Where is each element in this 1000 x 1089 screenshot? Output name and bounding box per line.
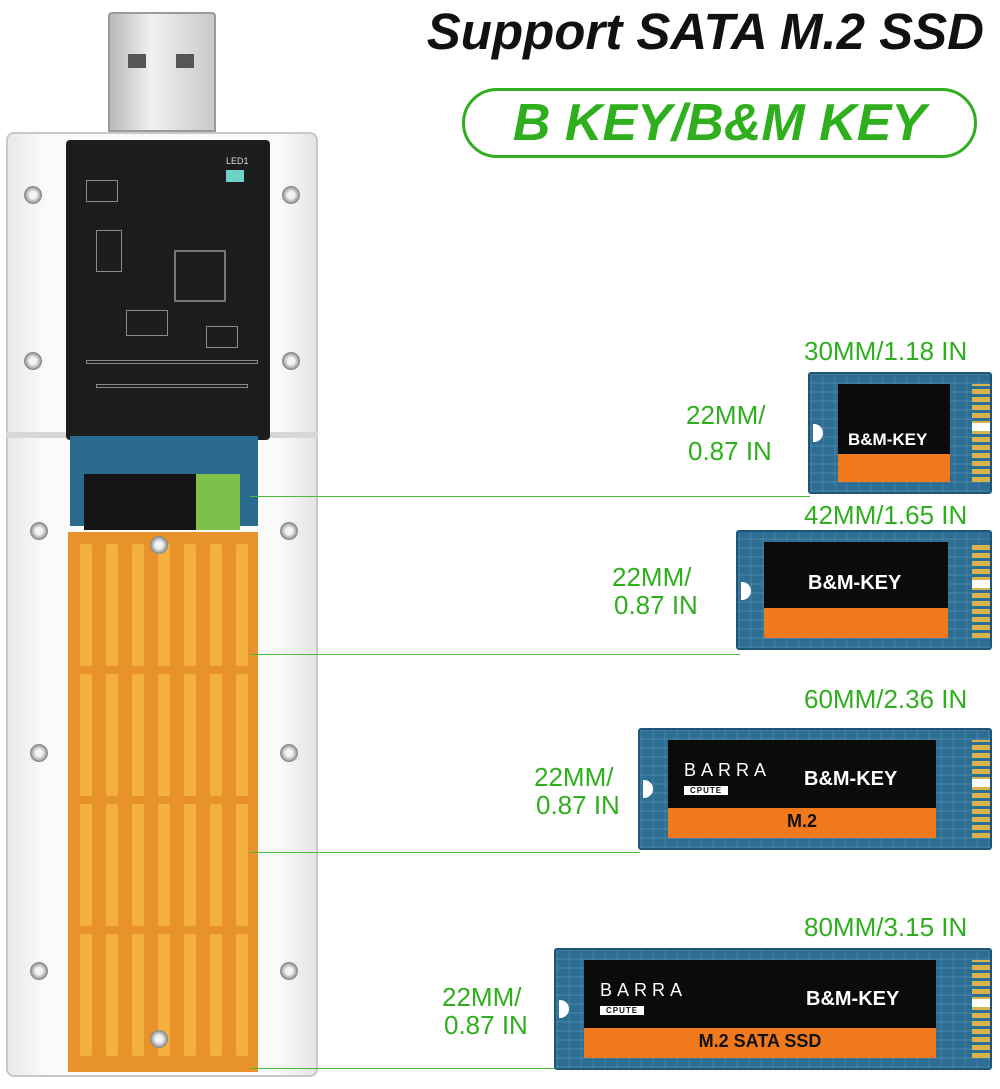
- key-label: B&M-KEY: [848, 430, 928, 449]
- length-label: 30MM/1.18 IN: [804, 336, 968, 366]
- guide-line-42mm: [250, 654, 740, 655]
- screw-icon: [282, 186, 300, 204]
- ssd-inserted-label: [84, 474, 196, 530]
- heatsink-fin: [132, 544, 144, 666]
- width-label: 0.87 IN: [444, 1010, 528, 1040]
- ssd-enclosure-illustration: LED1: [0, 0, 330, 1089]
- heatsink-fin: [106, 674, 118, 796]
- heatsink-fin: [210, 804, 222, 926]
- screw-icon: [24, 186, 42, 204]
- heatsink-fin: [80, 544, 92, 666]
- usb-hole: [176, 54, 194, 68]
- width-label: 0.87 IN: [536, 790, 620, 820]
- key-type-badge: B KEY/B&M KEY: [462, 88, 977, 158]
- screw-icon: [30, 962, 48, 980]
- footer-label: M.2: [786, 811, 817, 831]
- footer-label: M.2 SATA SSD: [698, 1031, 822, 1051]
- usb-hole: [128, 54, 146, 68]
- circuit-trace: [86, 360, 258, 364]
- heatsink-fin: [80, 804, 92, 926]
- usb-connector: [108, 12, 216, 132]
- screw-icon: [280, 962, 298, 980]
- heatsink-fin: [106, 934, 118, 1056]
- ssd-inserted-pad: [196, 474, 240, 530]
- guide-line-30mm: [250, 496, 810, 497]
- screw-icon: [24, 352, 42, 370]
- width-label: 22MM/: [442, 982, 522, 1012]
- width-label: 22MM/: [612, 562, 692, 592]
- ssd-card-60mm: BARRA CPUTE B&M-KEY M.2: [638, 728, 992, 850]
- heatsink-fin: [236, 934, 248, 1056]
- heatsink-fin: [236, 674, 248, 796]
- key-type-label: B KEY/B&M KEY: [512, 94, 927, 152]
- brand-label: BARRA: [600, 980, 688, 1000]
- heatsink-fin: [158, 804, 170, 926]
- width-label: 22MM/: [686, 400, 766, 430]
- heatsink-fin: [132, 674, 144, 796]
- key-label: B&M-KEY: [804, 768, 898, 790]
- screw-icon: [150, 1030, 168, 1048]
- heatsink-fin: [184, 934, 196, 1056]
- heatsink-fin: [80, 934, 92, 1056]
- heatsink-fin: [210, 674, 222, 796]
- heatsink-fin: [210, 934, 222, 1056]
- controller-chip: [174, 250, 226, 302]
- circuit-trace: [96, 384, 248, 388]
- ssd-card-30mm: B&M-KEY: [808, 372, 992, 494]
- circuit-trace: [96, 230, 122, 272]
- heatsink-fin: [158, 544, 170, 666]
- circuit-trace: [126, 310, 168, 336]
- brand-label: BARRA: [684, 760, 772, 780]
- heatsink-fin: [184, 674, 196, 796]
- circuit-trace: [206, 326, 238, 348]
- guide-line-80mm: [250, 1068, 555, 1069]
- length-label: 80MM/3.15 IN: [804, 912, 968, 942]
- heatsink-fin: [106, 544, 118, 666]
- screw-icon: [282, 352, 300, 370]
- width-label: 22MM/: [534, 762, 614, 792]
- heatsink: [68, 532, 258, 1072]
- circuit-trace: [86, 180, 118, 202]
- heatsink-fin: [132, 804, 144, 926]
- heatsink-fin: [184, 544, 196, 666]
- heatsink-fin: [158, 934, 170, 1056]
- heatsink-fin: [80, 674, 92, 796]
- length-label: 60MM/2.36 IN: [804, 684, 968, 714]
- heatsink-fin: [184, 804, 196, 926]
- heatsink-fin: [236, 804, 248, 926]
- ssd-card-80mm: BARRA CPUTE B&M-KEY M.2 SATA SSD: [554, 948, 992, 1070]
- length-label: 42MM/1.65 IN: [804, 500, 968, 530]
- heatsink-fin: [236, 544, 248, 666]
- width-label: 0.87 IN: [614, 590, 698, 620]
- screw-icon: [280, 522, 298, 540]
- heatsink-fin: [106, 804, 118, 926]
- page-title: Support SATA M.2 SSD: [426, 3, 984, 60]
- guide-line-60mm: [250, 852, 640, 853]
- screw-icon: [280, 744, 298, 762]
- screw-icon: [30, 744, 48, 762]
- key-label: B&M-KEY: [806, 988, 900, 1010]
- controller-board: LED1: [66, 140, 270, 440]
- brand-sub-label: CPUTE: [600, 1006, 645, 1015]
- screw-icon: [30, 522, 48, 540]
- screw-icon: [150, 536, 168, 554]
- led-label: LED1: [226, 156, 249, 166]
- heatsink-fin: [210, 544, 222, 666]
- heatsink-fin: [132, 934, 144, 1056]
- heatsink-fin: [158, 674, 170, 796]
- brand-sub-label: CPUTE: [684, 786, 729, 795]
- key-label: B&M-KEY: [808, 572, 902, 594]
- ssd-card-42mm: B&M-KEY: [736, 530, 992, 650]
- width-label: 0.87 IN: [688, 436, 772, 466]
- led-indicator: [226, 170, 244, 182]
